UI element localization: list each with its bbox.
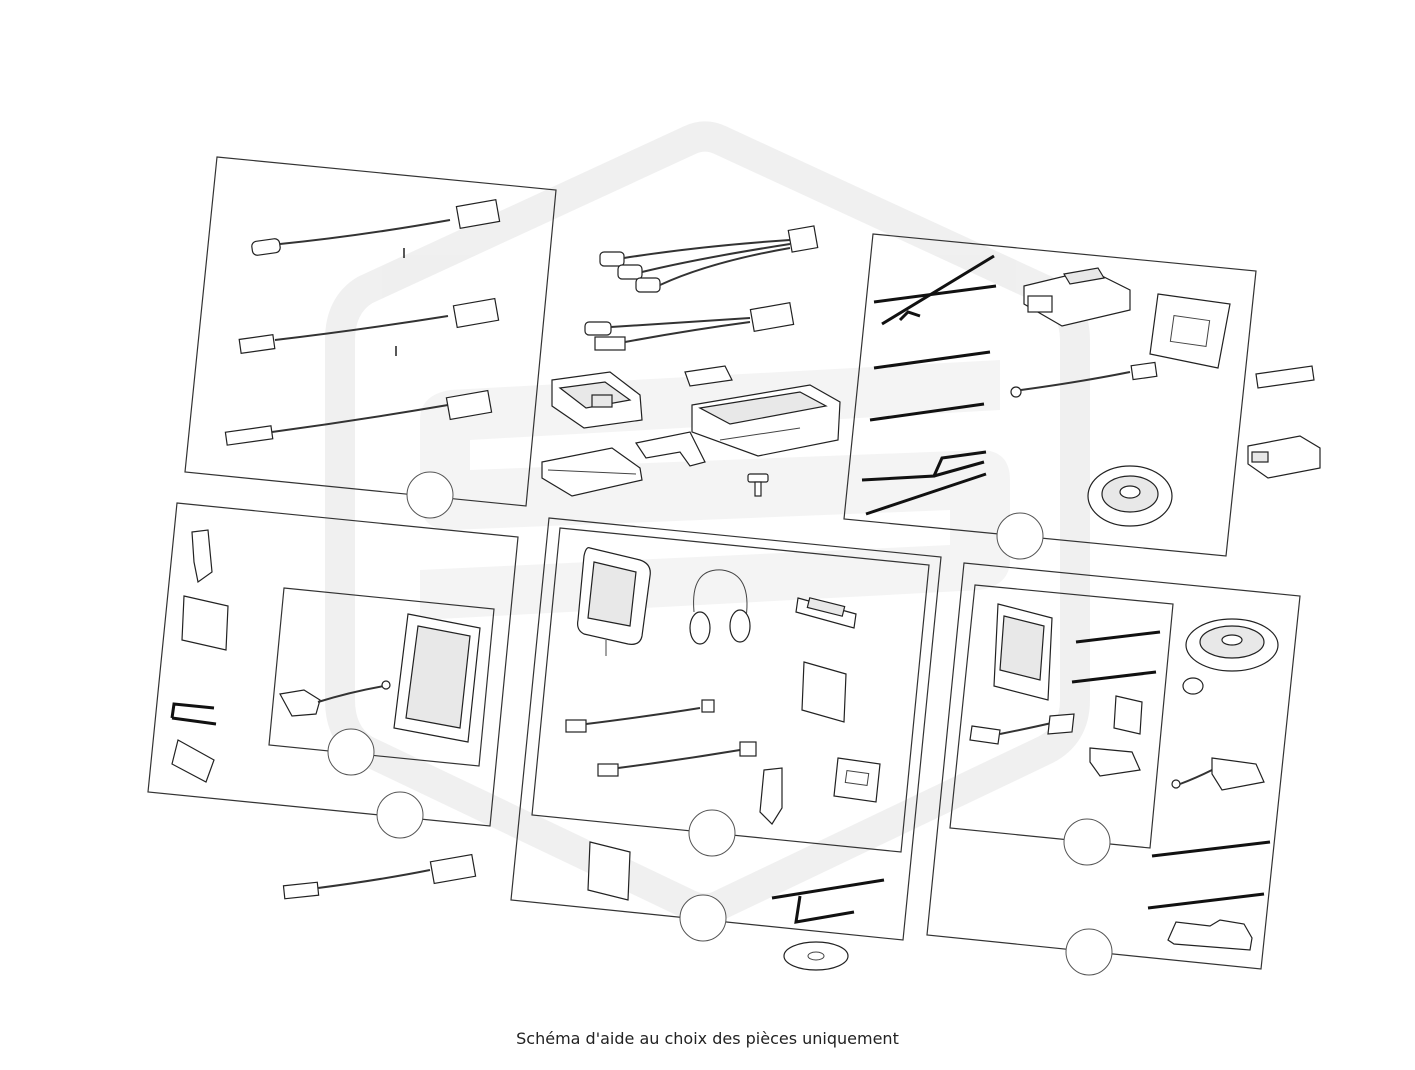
- bluetooth-module: [1089, 747, 1141, 777]
- monitor-bracket: [759, 767, 783, 825]
- parts-diagram: [147, 121, 1321, 976]
- manual-booklet: [541, 447, 643, 497]
- cable-round-connector: [251, 198, 501, 258]
- group-6-components: [926, 562, 1301, 976]
- remote-control: [795, 597, 857, 629]
- dvd-player-box: [587, 841, 631, 901]
- cable-usb-loose: [282, 853, 477, 900]
- mounting-cradle: [1167, 919, 1253, 951]
- cable-ipod-connector: [224, 389, 493, 446]
- group-6-frame: [926, 562, 1301, 970]
- group-1-cables: [184, 156, 557, 519]
- group-1-callout: [406, 471, 454, 519]
- small-module: [181, 595, 229, 651]
- video-cable-b: [597, 741, 757, 777]
- loudspeaker: [1087, 465, 1173, 527]
- cable-rca-usb: [584, 301, 795, 351]
- connector-lead: [279, 680, 391, 717]
- group-6-callout: [1065, 928, 1113, 976]
- watermark-logo-icon: [325, 121, 1090, 924]
- group-4-inner-frame: [268, 587, 495, 767]
- antenna-module: [1171, 757, 1265, 791]
- antenna-cable: [1010, 361, 1158, 398]
- group-3-frame: [843, 233, 1257, 557]
- group-5-frame: [510, 517, 942, 941]
- screw: [747, 473, 769, 497]
- group-3-callout: [996, 512, 1044, 560]
- sd-card: [684, 365, 733, 387]
- diagram-caption: Schéma d'aide au choix des pièces unique…: [516, 1029, 899, 1048]
- disc: [783, 941, 849, 971]
- group-3-components: [843, 233, 1257, 560]
- speaker-large: [1185, 618, 1279, 672]
- tweeter: [1182, 677, 1204, 695]
- group-5-callout: [679, 894, 727, 942]
- instruction-sheet: [1149, 293, 1231, 369]
- bracket-plate: [635, 431, 706, 467]
- group-6-inner-callout: [1063, 818, 1111, 866]
- multimedia-module: [551, 371, 643, 429]
- adhesive-pad: [171, 739, 215, 783]
- group-5-components: [510, 517, 942, 971]
- wiring-harness-f: [1071, 630, 1161, 684]
- main-unit-chassis: [691, 384, 841, 457]
- amplifier-unit: [993, 603, 1053, 701]
- short-harness: [170, 702, 217, 726]
- video-cable-a: [565, 699, 715, 733]
- wiring-harness-b: [873, 350, 991, 370]
- cable-usb-a: [238, 297, 500, 356]
- mounting-bracket: [191, 529, 213, 584]
- group-6-inner-frame: [949, 584, 1174, 849]
- group-1-frame: [184, 156, 557, 507]
- group-4-callout: [376, 791, 424, 839]
- group-2-components: [541, 225, 841, 497]
- control-box: [1023, 267, 1131, 327]
- ipod-cable: [969, 713, 1075, 745]
- wiring-harness-e: [771, 878, 885, 924]
- wiring-harness-c: [869, 402, 985, 422]
- wiring-harness-g: [1147, 840, 1271, 910]
- ir-transmitter-box: [801, 661, 847, 723]
- user-guide: [833, 757, 881, 803]
- group-5-inner-callout: [688, 809, 736, 857]
- cable-rca-jack: [599, 225, 819, 293]
- wiring-harness-a: [873, 254, 997, 326]
- relay-module: [1113, 695, 1143, 735]
- group-4-inner-callout: [327, 728, 375, 776]
- interface-module: [1247, 435, 1321, 479]
- headrest-monitor: [577, 547, 651, 656]
- group-4-frame: [147, 502, 519, 827]
- rear-screen-frame: [393, 613, 481, 743]
- wireless-headphones: [689, 569, 751, 645]
- group-5-inner-frame: [531, 527, 930, 853]
- usb-stick: [1255, 365, 1315, 389]
- group-4-components: [147, 502, 519, 839]
- wiring-harness-d: [861, 450, 987, 516]
